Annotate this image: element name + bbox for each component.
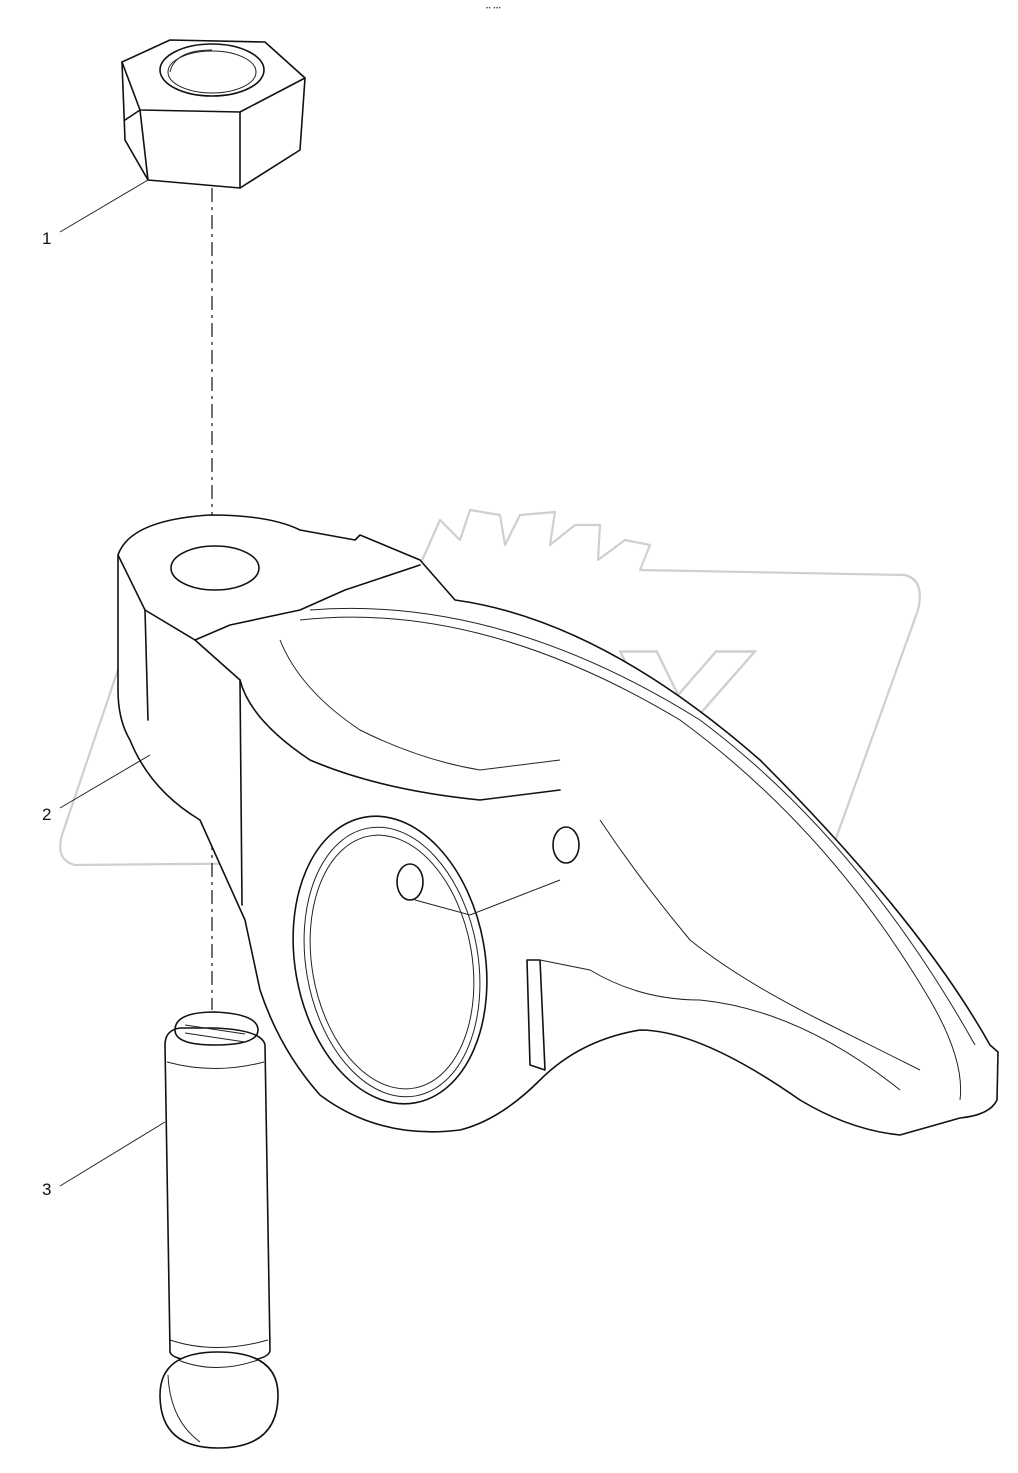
adjusting-screw-icon xyxy=(159,1011,279,1449)
rocker-arm-icon xyxy=(117,514,999,1136)
callout-3: 3 xyxy=(42,1180,52,1199)
sheet-code: •• ••• xyxy=(486,6,502,12)
leader-line-3 xyxy=(59,1121,166,1187)
leader-line-2 xyxy=(59,754,151,809)
hex-nut-icon xyxy=(121,39,306,189)
callout-2: 2 xyxy=(42,805,52,824)
callout-1: 1 xyxy=(42,229,52,248)
leader-line-1 xyxy=(59,179,149,233)
